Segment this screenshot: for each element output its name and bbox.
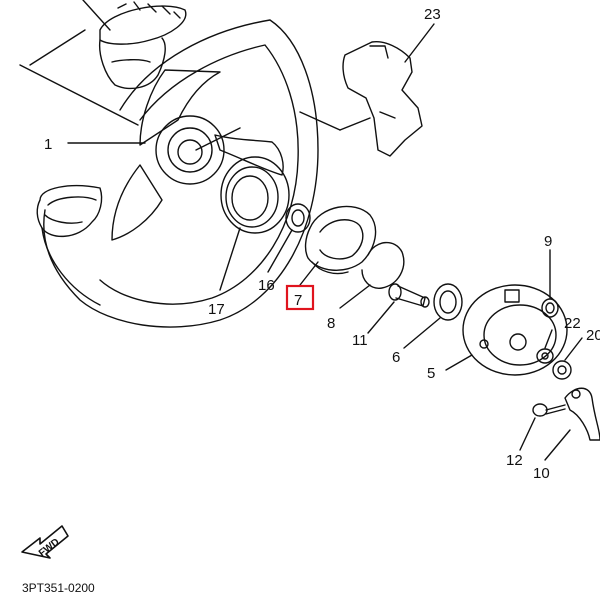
drawing-code: 3PT351-0200: [22, 581, 95, 595]
part-11-drawing: [388, 283, 430, 308]
label-part-5[interactable]: 5: [427, 365, 435, 382]
part-7-highlight-box: [285, 284, 315, 311]
part-leader-lines: [219, 227, 583, 461]
label-part-8[interactable]: 8: [327, 315, 335, 332]
label-part-20[interactable]: 20: [586, 327, 600, 344]
tire-drawing: [36, 1, 319, 328]
part-16-drawing: [285, 203, 311, 233]
label-part-7[interactable]: 7: [294, 292, 302, 309]
label-part-17[interactable]: 17: [208, 301, 225, 318]
label-part-12[interactable]: 12: [506, 452, 523, 469]
part-22-drawing: [536, 348, 554, 364]
label-part-22[interactable]: 22: [564, 315, 581, 332]
part-7-drawing: [304, 205, 377, 275]
label-part-16[interactable]: 16: [258, 277, 275, 294]
part-10-drawing: [564, 387, 600, 441]
part-12-drawing: [532, 403, 566, 417]
wheel-hub-drawing: [111, 69, 284, 241]
label-part-6[interactable]: 6: [392, 349, 400, 366]
part-8-drawing: [361, 241, 405, 289]
part-9-drawing: [541, 298, 559, 318]
part-17-drawing: [220, 156, 290, 234]
part-5-drawing: [462, 284, 568, 376]
fwd-arrow-icon: [21, 525, 69, 559]
part-23-drawing: [342, 41, 423, 157]
label-part-10[interactable]: 10: [533, 465, 550, 482]
part-1-leader-lines: [19, 0, 146, 144]
label-part-9[interactable]: 9: [544, 233, 552, 250]
fwd-arrow: FWD: [21, 525, 69, 559]
label-part-11[interactable]: 11: [352, 332, 368, 349]
part-6-drawing: [433, 283, 463, 321]
label-part-23[interactable]: 23: [424, 6, 441, 23]
part-23-leader-lines: [299, 23, 435, 131]
part-20-drawing: [552, 360, 572, 380]
label-part-1[interactable]: 1: [44, 136, 52, 153]
